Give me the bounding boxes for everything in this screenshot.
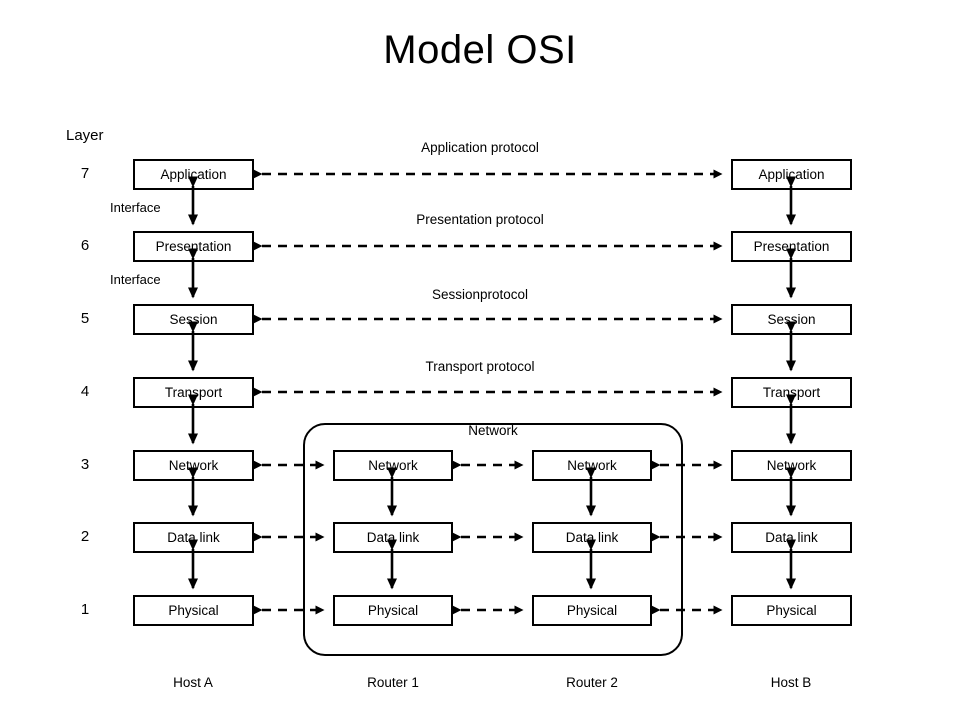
column-label-host-a: Host A	[173, 675, 213, 690]
column-label-router-1: Router 1	[367, 675, 419, 690]
layer-column-header: Layer	[66, 127, 104, 144]
column-label-host-b: Host B	[770, 675, 812, 690]
layer-number-2: 2	[80, 528, 90, 545]
host-b-layer-data-link[interactable]: Data link	[731, 522, 852, 553]
host-b-layer-presentation[interactable]: Presentation	[731, 231, 852, 262]
layer-number-4: 4	[80, 383, 90, 400]
protocol-label-presentation: Presentation protocol	[416, 212, 544, 227]
protocol-label-application: Application protocol	[421, 140, 539, 155]
host-a-layer-physical[interactable]: Physical	[133, 595, 254, 626]
host-b-layer-application[interactable]: Application	[731, 159, 852, 190]
host-b-layer-session[interactable]: Session	[731, 304, 852, 335]
host-a-layer-session[interactable]: Session	[133, 304, 254, 335]
interface-label-7-6: Interface	[110, 200, 161, 215]
page-title: Model OSI	[383, 28, 577, 72]
router-2-layer-data-link[interactable]: Data link	[532, 522, 652, 553]
protocol-label-session: Sessionprotocol	[431, 287, 529, 302]
layer-number-5: 5	[80, 310, 90, 327]
router-2-layer-physical[interactable]: Physical	[532, 595, 652, 626]
router-1-layer-data-link[interactable]: Data link	[333, 522, 453, 553]
router-1-layer-network[interactable]: Network	[333, 450, 453, 481]
host-b-layer-physical[interactable]: Physical	[731, 595, 852, 626]
host-a-layer-application[interactable]: Application	[133, 159, 254, 190]
interface-label-6-5: Interface	[110, 272, 161, 287]
layer-number-1: 1	[80, 601, 90, 618]
layer-number-3: 3	[80, 456, 90, 473]
router-1-layer-physical[interactable]: Physical	[333, 595, 453, 626]
layer-number-6: 6	[80, 237, 90, 254]
layer-number-7: 7	[80, 165, 90, 182]
network-cloud-label: Network	[468, 423, 518, 438]
router-2-layer-network[interactable]: Network	[532, 450, 652, 481]
host-b-layer-network[interactable]: Network	[731, 450, 852, 481]
host-a-layer-data-link[interactable]: Data link	[133, 522, 254, 553]
protocol-label-transport: Transport protocol	[425, 359, 535, 374]
host-b-layer-transport[interactable]: Transport	[731, 377, 852, 408]
host-a-layer-transport[interactable]: Transport	[133, 377, 254, 408]
host-a-layer-presentation[interactable]: Presentation	[133, 231, 254, 262]
host-a-layer-network[interactable]: Network	[133, 450, 254, 481]
column-label-router-2: Router 2	[566, 675, 618, 690]
